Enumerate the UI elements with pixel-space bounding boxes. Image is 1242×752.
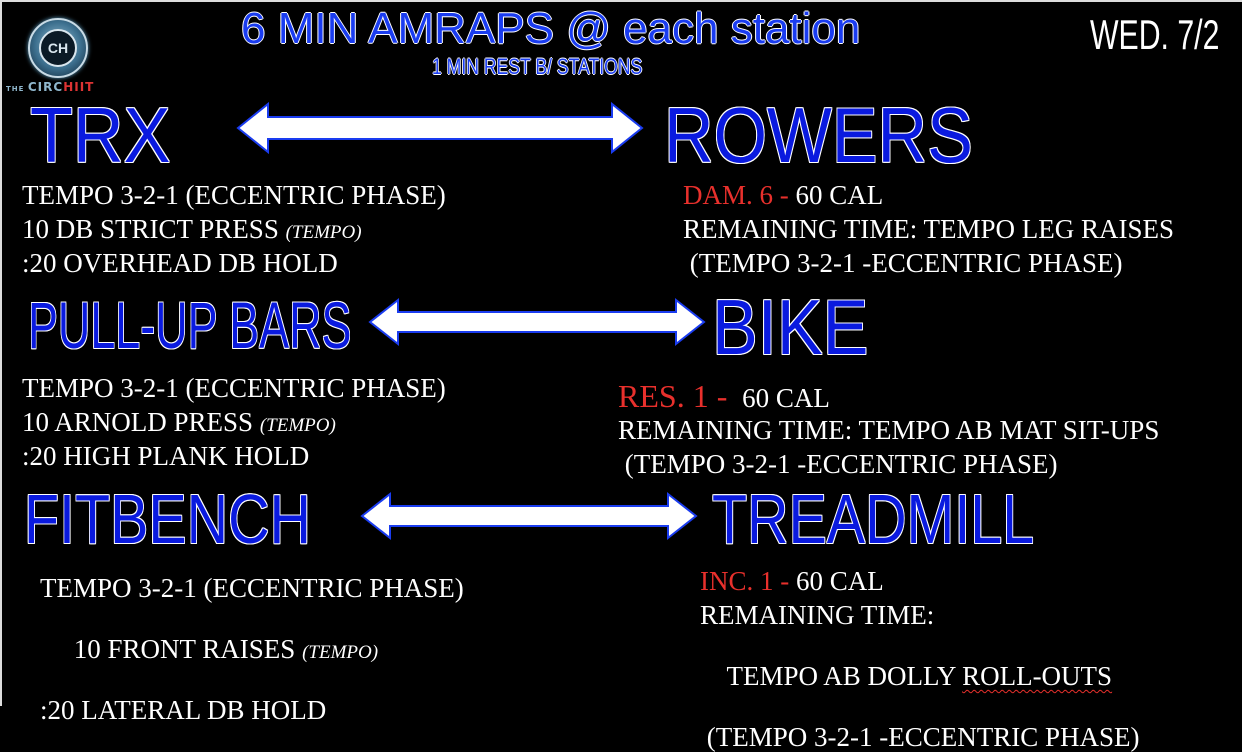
detail-line: RES. 1 - 60 CAL (618, 380, 1159, 412)
detail-note: (TEMPO) (302, 642, 379, 663)
detail-line: REMAINING TIME: (700, 600, 935, 630)
calorie-target: 60 CAL (735, 383, 830, 413)
machine-setting: DAM. 6 - (683, 180, 796, 210)
calorie-target: 60 CAL (796, 566, 884, 596)
detail-note: (TEMPO) (285, 222, 362, 243)
machine-setting: INC. 1 - (700, 566, 796, 596)
date-label: WED. 7/2 (1090, 11, 1220, 58)
detail-line: 10 FRONT RAISES (TEMPO) (40, 609, 464, 690)
station-title-trx: TRX (30, 91, 171, 179)
detail-line: TEMPO AB DOLLY ROLL-OUTS (700, 636, 1140, 717)
logo-text-main: CIRC (27, 80, 64, 94)
logo-wordmark: THE CIRCHIIT (6, 80, 94, 94)
detail-text: 10 ARNOLD PRESS (22, 407, 260, 437)
double-arrow-icon (236, 101, 644, 155)
station-details-pull-up-bars: TEMPO 3-2-1 (ECCENTRIC PHASE) 10 ARNOLD … (22, 375, 446, 470)
station-details-treadmill: INC. 1 - 60 CAL REMAINING TIME: TEMPO AB… (700, 568, 1140, 751)
detail-line: :20 HIGH PLANK HOLD (22, 441, 310, 471)
logo-text-pre: THE (6, 85, 28, 93)
station-details-trx: TEMPO 3-2-1 (ECCENTRIC PHASE) 10 DB STRI… (22, 182, 446, 277)
detail-line: TEMPO 3-2-1 (ECCENTRIC PHASE) (40, 573, 464, 603)
detail-line: INC. 1 - 60 CAL (700, 568, 1140, 595)
detail-line: 10 DB STRICT PRESS (TEMPO) (22, 216, 446, 243)
detail-line: DAM. 6 - 60 CAL (683, 182, 1174, 209)
detail-line: (TEMPO 3-2-1 -ECCENTRIC PHASE) (618, 449, 1058, 479)
station-title-treadmill: TREADMILL (712, 480, 1035, 558)
station-details-rowers: DAM. 6 - 60 CAL REMAINING TIME: TEMPO LE… (683, 182, 1174, 277)
detail-line: TEMPO 3-2-1 (ECCENTRIC PHASE) (22, 373, 446, 403)
double-arrow-icon (368, 297, 706, 347)
detail-note: (TEMPO) (259, 415, 336, 436)
logo-badge: CH (28, 18, 88, 78)
detail-text: 10 FRONT RAISES (67, 634, 303, 664)
detail-line: (TEMPO 3-2-1 -ECCENTRIC PHASE) (700, 722, 1140, 752)
station-details-fitbench: TEMPO 3-2-1 (ECCENTRIC PHASE) 10 FRONT R… (40, 575, 464, 724)
frame (0, 0, 1242, 706)
detail-line: :20 OVERHEAD DB HOLD (22, 248, 338, 278)
detail-text: 10 DB STRICT PRESS (22, 214, 286, 244)
station-details-bike: RES. 1 - 60 CAL REMAINING TIME: TEMPO AB… (618, 380, 1159, 478)
detail-line: REMAINING TIME: TEMPO AB MAT SIT-UPS (618, 415, 1160, 445)
page-subtitle: 1 MIN REST B/ STATIONS (432, 54, 643, 79)
double-arrow-icon (360, 491, 698, 541)
machine-setting: RES. 1 - (618, 378, 736, 414)
station-title-fitbench: FITBENCH (24, 480, 311, 558)
calorie-target: 60 CAL (795, 180, 884, 210)
detail-line: REMAINING TIME: TEMPO LEG RAISES (683, 214, 1175, 244)
spellcheck-word: ROLL-OUTS (962, 661, 1113, 691)
brand-logo: CH (28, 18, 88, 78)
detail-text: TEMPO AB DOLLY (726, 661, 963, 691)
arrows-layer (236, 101, 706, 541)
logo-monogram: CH (39, 29, 77, 67)
detail-line: 10 ARNOLD PRESS (TEMPO) (22, 409, 446, 436)
page-title: 6 MIN AMRAPS @ each station (241, 4, 861, 53)
detail-line: (TEMPO 3-2-1 -ECCENTRIC PHASE) (683, 248, 1123, 278)
station-title-rowers: ROWERS (664, 91, 973, 179)
detail-line: TEMPO 3-2-1 (ECCENTRIC PHASE) (22, 180, 446, 210)
station-title-pull-up-bars: PULL-UP BARS (28, 288, 352, 362)
logo-text-accent: HIIT (63, 80, 95, 94)
station-title-bike: BIKE (712, 283, 869, 371)
detail-line: :20 LATERAL DB HOLD (40, 695, 327, 725)
